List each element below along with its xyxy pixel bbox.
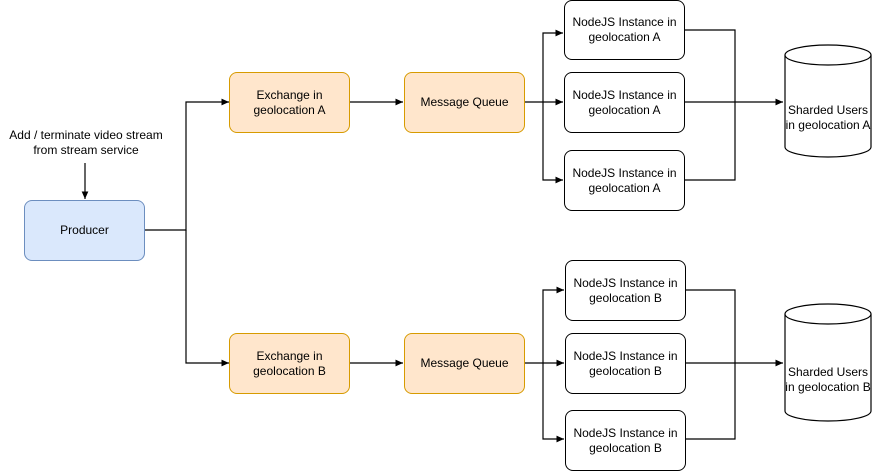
- edge-queue-a-to-instance-a-3: [542, 102, 563, 184]
- nodejs-instance-b-2[interactable]: NodeJS Instance in geolocation B: [565, 333, 686, 394]
- edge-instance-b-1-to-db-b: [686, 289, 736, 363]
- nodejs-instance-a-2[interactable]: NodeJS Instance in geolocation A: [564, 72, 685, 133]
- edge-producer-to-exchange-a: [145, 98, 229, 231]
- edge-producer-to-exchange-b: [185, 230, 229, 367]
- producer-node[interactable]: Producer: [24, 200, 145, 261]
- nodejs-instance-a-1[interactable]: NodeJS Instance in geolocation A: [564, 0, 685, 60]
- nodejs-instance-b-3[interactable]: NodeJS Instance in geolocation B: [565, 410, 686, 471]
- database-cylinder-b: [784, 303, 872, 422]
- message-queue-a[interactable]: Message Queue: [404, 72, 525, 133]
- edge-queue-b-to-instance-b-1: [524, 286, 564, 364]
- exchange-geolocation-b[interactable]: Exchange in geolocation B: [229, 333, 350, 394]
- edge-queue-a-to-instance-a-1: [524, 29, 563, 103]
- edge-instance-b-3-to-db-b: [686, 363, 736, 440]
- sharded-users-a-label: Sharded Users in geolocation A: [785, 103, 871, 132]
- database-cylinder-a: [784, 44, 872, 158]
- exchange-geolocation-a[interactable]: Exchange in geolocation A: [229, 72, 350, 133]
- message-queue-b[interactable]: Message Queue: [404, 333, 525, 394]
- edge-queue-b-to-instance-b-3: [542, 363, 564, 443]
- input-event-label: Add / terminate video stream from stream…: [9, 128, 163, 157]
- edge-instance-a-3-to-db-a: [685, 102, 736, 181]
- sharded-users-b-label: Sharded Users in geolocation B: [785, 365, 871, 394]
- nodejs-instance-a-3[interactable]: NodeJS Instance in geolocation A: [564, 150, 685, 211]
- edge-instance-a-1-to-db-a: [685, 29, 736, 102]
- nodejs-instance-b-1[interactable]: NodeJS Instance in geolocation B: [565, 260, 686, 321]
